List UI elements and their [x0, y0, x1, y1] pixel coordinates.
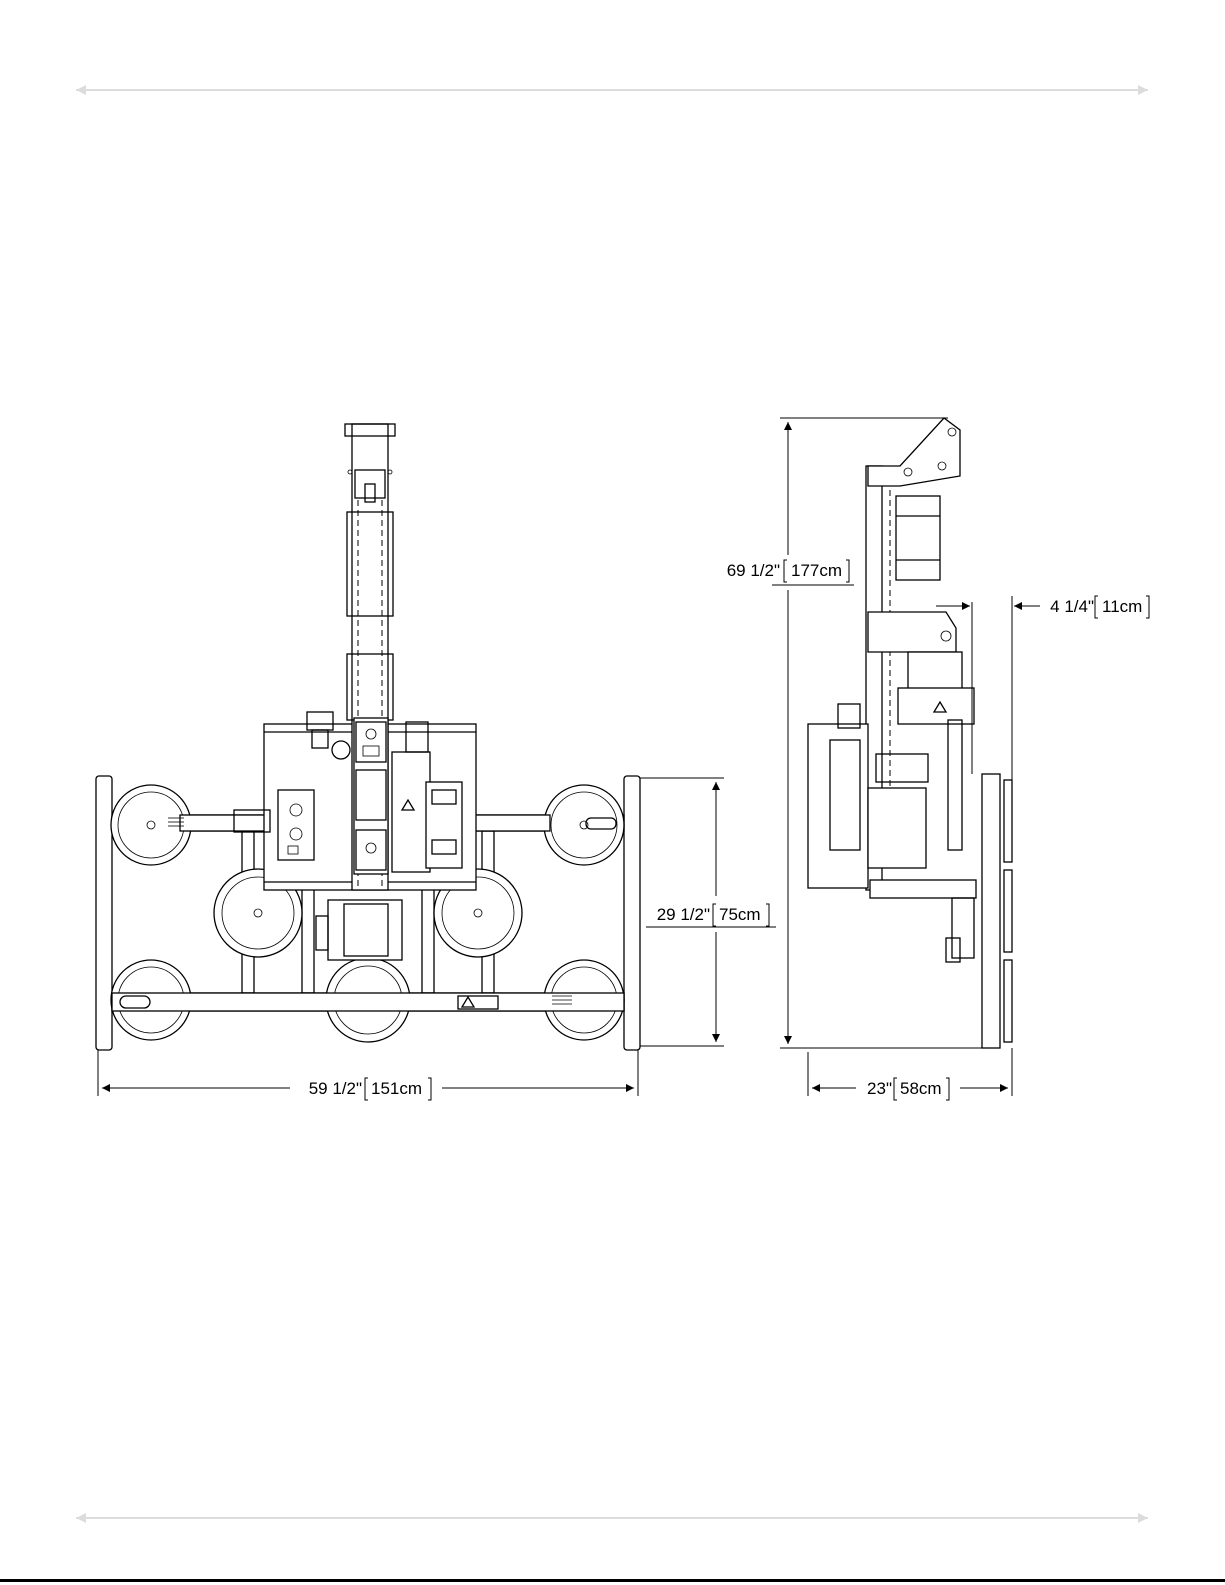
- pump-unit: [392, 752, 430, 872]
- right-frame-bar: [624, 776, 640, 1050]
- suction-pad: [111, 785, 191, 865]
- side-pad-frame: [982, 774, 1000, 1048]
- side-chassis: [808, 724, 868, 888]
- offset-metric: 11cm: [1102, 597, 1142, 616]
- frame-height-metric: 75cm: [719, 905, 761, 924]
- side-suction-pad: [1004, 780, 1012, 862]
- side-cylinder: [896, 496, 940, 580]
- page-bottom-rule: [0, 1579, 1225, 1582]
- front-view: [96, 424, 640, 1050]
- offset-imperial: 4 1/4": [1050, 597, 1094, 616]
- vacuum-gauge: [332, 741, 350, 759]
- overall-width-metric: 151cm: [371, 1079, 422, 1098]
- overall-height-imperial: 69 1/2": [727, 561, 780, 580]
- left-frame-bar: [96, 776, 112, 1050]
- control-box: [278, 790, 314, 860]
- label-overall-width: 59 1/2" 151cm: [309, 1078, 431, 1100]
- overall-height-metric: 177cm: [791, 561, 842, 580]
- side-view: [808, 418, 1012, 1048]
- side-suction-pad: [1004, 960, 1012, 1042]
- label-offset: 4 1/4" 11cm: [1050, 596, 1149, 618]
- depth-imperial: 23": [867, 1079, 892, 1098]
- dimension-overall-width: [98, 1050, 638, 1096]
- frame-height-imperial: 29 1/2": [657, 905, 710, 924]
- depth-metric: 58cm: [900, 1079, 942, 1098]
- label-frame-height: 29 1/2" 75cm: [657, 904, 769, 926]
- lifting-lug: [868, 418, 960, 486]
- suction-pad: [544, 785, 624, 865]
- label-depth: 23" 58cm: [867, 1078, 949, 1100]
- side-suction-pad: [1004, 870, 1012, 952]
- overall-width-imperial: 59 1/2": [309, 1079, 362, 1098]
- label-overall-height: 69 1/2" 177cm: [727, 560, 849, 582]
